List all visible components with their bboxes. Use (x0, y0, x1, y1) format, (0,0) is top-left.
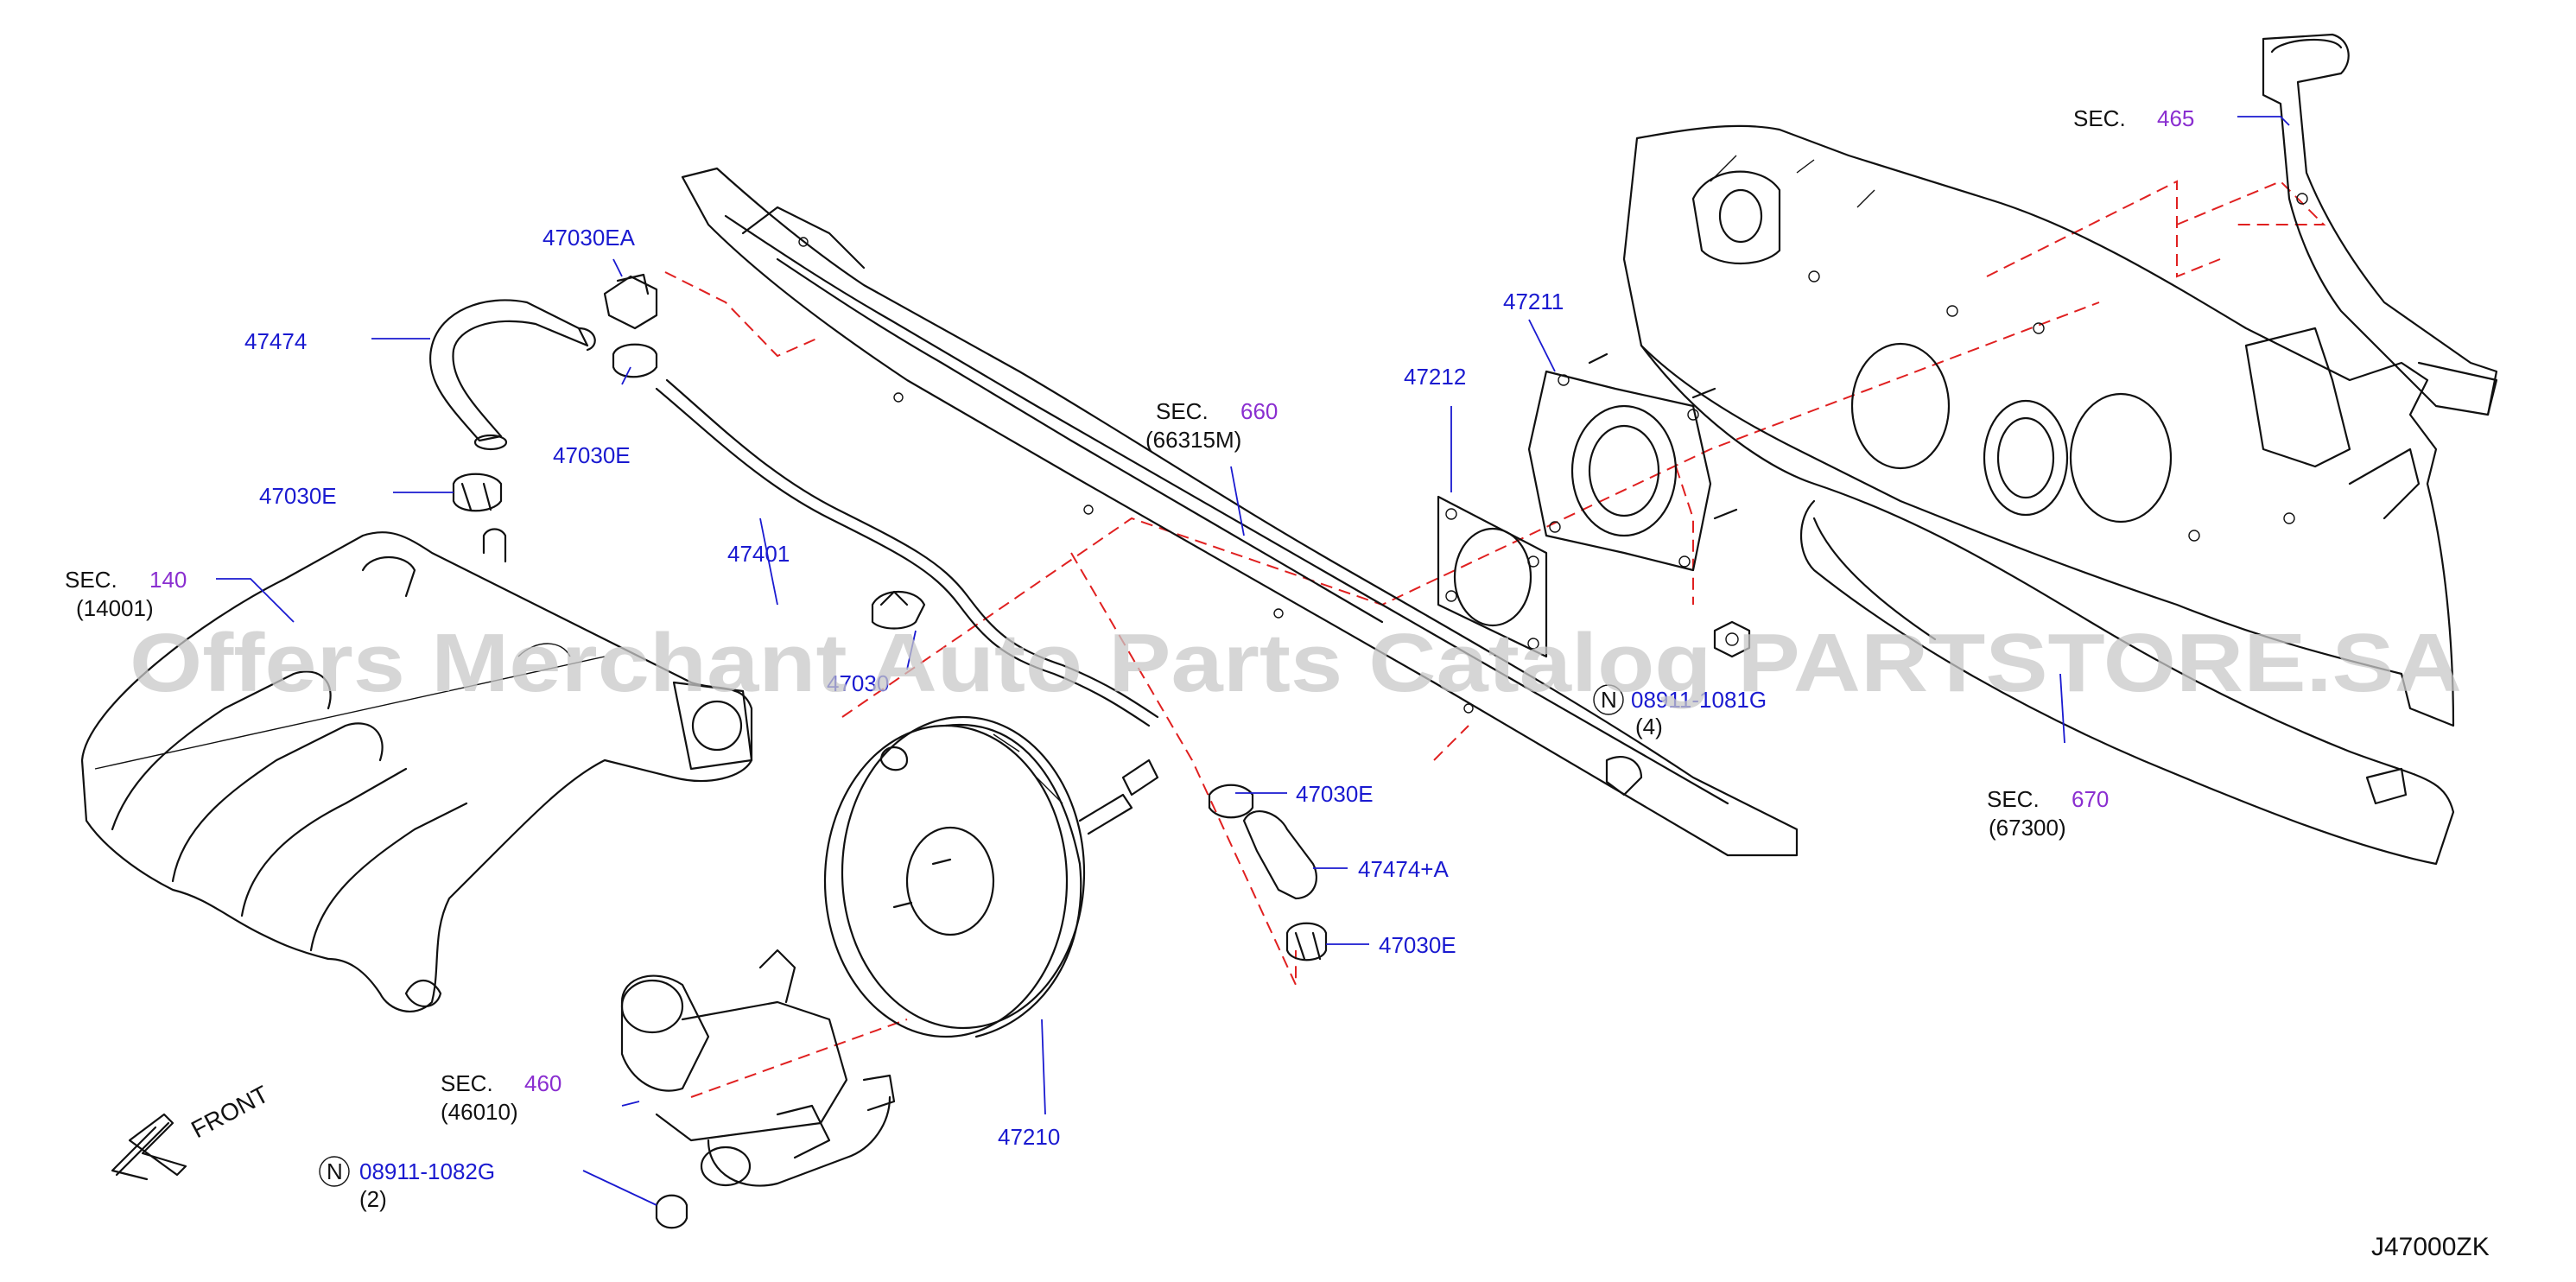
section-references: SEC. 140 (14001) SEC. 660 (66315M) SEC. … (65, 105, 2194, 1125)
label-47030E-mid[interactable]: 47030E (1296, 781, 1374, 807)
dash-panel (1622, 124, 2455, 866)
diagram-code: J47000ZK (2371, 1233, 2490, 1261)
label-47212[interactable]: 47212 (1404, 364, 1466, 390)
hose-47474A (1208, 784, 1328, 962)
intake-manifold (80, 528, 753, 1012)
sec465-number[interactable]: 465 (2157, 105, 2194, 131)
sec670-prefix: SEC. (1987, 786, 2040, 812)
label-47030EA[interactable]: 47030EA (542, 225, 636, 251)
hose-47474 (429, 299, 596, 512)
sec140-number[interactable]: 140 (149, 567, 187, 593)
leader-lines (216, 116, 2290, 1206)
watermark: Offers Merchant Auto Parts Catalog PARTS… (130, 617, 2462, 709)
sec660-prefix: SEC. (1156, 398, 1209, 424)
label-47030E-bottom[interactable]: 47030E (1379, 932, 1456, 958)
label-47474[interactable]: 47474 (244, 328, 307, 354)
sec670-number[interactable]: 670 (2072, 786, 2109, 812)
sec140-prefix: SEC. (65, 567, 117, 593)
clip-47030 (871, 590, 926, 630)
n-symbol-top (1593, 684, 1624, 715)
label-nut-top-qty: (4) (1635, 714, 1663, 739)
sec465-prefix: SEC. (2073, 105, 2126, 131)
label-47474A[interactable]: 47474+A (1358, 856, 1449, 882)
sec670-sub: (67300) (1989, 815, 2066, 841)
label-47030E-top[interactable]: 47030E (553, 442, 631, 468)
gasket-47212 (1437, 495, 1548, 658)
spacer-47211 (1527, 352, 1738, 572)
sec660-sub: (66315M) (1145, 427, 1241, 453)
label-nut-top[interactable]: 08911-1081G (1631, 687, 1767, 713)
tube-47401 (655, 378, 1159, 727)
label-47030[interactable]: 47030 (827, 670, 889, 696)
brake-booster (823, 715, 1159, 1038)
clip-47030EA (603, 273, 658, 378)
sec660-number[interactable]: 660 (1240, 398, 1278, 424)
label-47210[interactable]: 47210 (998, 1124, 1060, 1150)
master-cylinder (620, 949, 896, 1229)
label-47401[interactable]: 47401 (727, 541, 790, 567)
front-arrow (111, 1113, 187, 1181)
label-nut-bottom-qty: (2) (359, 1186, 387, 1212)
sec140-sub: (14001) (76, 595, 154, 621)
brake-pedal (2262, 33, 2498, 416)
label-47030E-left[interactable]: 47030E (259, 483, 337, 509)
n-symbol-bottom-text: N (327, 1158, 343, 1184)
sec460-sub: (46010) (441, 1099, 518, 1125)
cross-member (681, 167, 1799, 857)
sec460-prefix: SEC. (441, 1070, 493, 1096)
label-47211[interactable]: 47211 (1503, 289, 1564, 314)
n-symbol-bottom (319, 1156, 350, 1187)
part-labels: 47030EA 47474 47030E 47030E 47401 47030 … (244, 225, 1767, 1212)
front-label: FRONT (187, 1081, 273, 1144)
nut-top (1713, 620, 1751, 658)
n-symbol-top-text: N (1601, 687, 1617, 713)
label-nut-bottom[interactable]: 08911-1082G (359, 1158, 495, 1184)
sec460-number[interactable]: 460 (524, 1070, 562, 1096)
